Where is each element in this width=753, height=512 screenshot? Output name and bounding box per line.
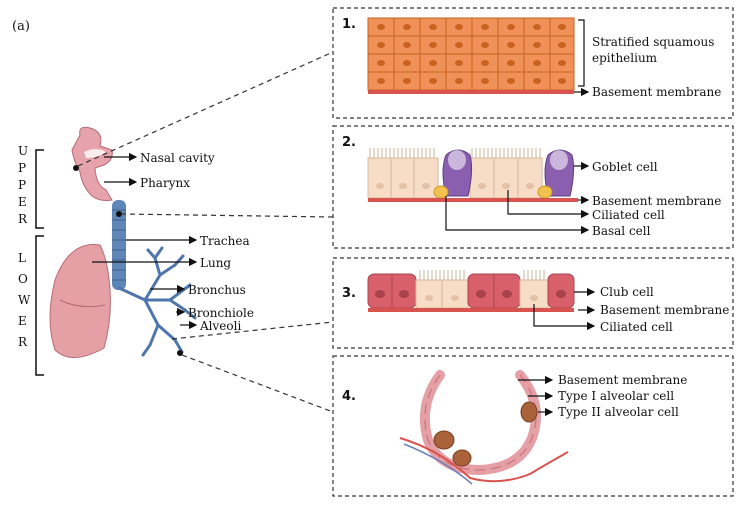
type-ii-cell [520, 401, 538, 423]
anatomy-labels: Nasal cavity Pharynx Trachea Lung Bronch… [92, 151, 254, 333]
label-basal-cell: Basal cell [592, 224, 651, 238]
box-1: 1. Stratified squamous epithelium Baseme… [342, 17, 721, 99]
label-basement-membrane-3: Basement membrane [600, 303, 729, 317]
label-type-i-alveolar-cell: Type I alveolar cell [558, 389, 674, 403]
box-2-number: 2. [342, 135, 356, 150]
svg-text:L: L [18, 251, 26, 265]
box-3: 3. Club cell Basement membrane [342, 270, 729, 334]
svg-text:E: E [18, 314, 27, 328]
svg-text:R: R [18, 335, 28, 349]
lower-bracket [35, 235, 44, 376]
box-4: 4. Basement membrane Type I alveolar cel… [342, 370, 687, 485]
svg-text:U: U [18, 144, 28, 158]
svg-text:P: P [18, 161, 26, 175]
trachea-dot [116, 211, 122, 217]
label-club-cell: Club cell [600, 285, 654, 299]
trachea-illustration [112, 200, 126, 290]
label-pharynx: Pharynx [140, 176, 190, 190]
label-alveoli: Alveoli [199, 319, 241, 333]
box-frames [332, 7, 734, 497]
alveoli-dot [177, 350, 183, 356]
label-bronchus: Bronchus [188, 283, 246, 297]
label-nasal-cavity: Nasal cavity [140, 151, 215, 165]
box-1-number: 1. [342, 17, 356, 32]
label-basement-membrane-2: Basement membrane [592, 194, 721, 208]
stratified-squamous-cells [367, 17, 575, 94]
svg-text:R: R [18, 212, 28, 226]
upper-bracket [35, 149, 44, 229]
label-basement-membrane-4: Basement membrane [558, 373, 687, 387]
svg-text:P: P [18, 178, 26, 192]
box-3-number: 3. [342, 286, 356, 301]
label-ciliated-cell-2: Ciliated cell [592, 208, 665, 222]
label-goblet-cell: Goblet cell [592, 160, 658, 174]
basal-cell-2 [537, 185, 553, 199]
svg-text:E: E [18, 195, 27, 209]
label-lung: Lung [200, 256, 231, 270]
panel-letter: (a) [12, 19, 30, 34]
label-type-ii-alveolar-cell: Type II alveolar cell [558, 405, 679, 419]
label-bronchiole: Bronchiole [188, 306, 254, 320]
label-basement-membrane-1: Basement membrane [592, 85, 721, 99]
label-epithelium: epithelium [592, 51, 658, 65]
head-airway-illustration [71, 126, 113, 201]
ciliated-epithelium [367, 148, 578, 202]
left-lung-illustration [49, 243, 111, 358]
alveolus-illustration [399, 370, 569, 485]
svg-text:O: O [18, 272, 28, 286]
label-trachea: Trachea [200, 234, 250, 248]
bronchial-tree [117, 246, 197, 357]
region-lower-label: L O W E R [18, 251, 31, 349]
club-epithelium [367, 270, 575, 312]
region-upper-label: U P P E R [18, 144, 28, 226]
connector-lines [77, 51, 334, 413]
label-ciliated-cell-3: Ciliated cell [600, 320, 673, 334]
nasal-dot [73, 165, 79, 171]
svg-text:W: W [18, 293, 31, 307]
label-stratified-squamous: Stratified squamous [592, 35, 714, 49]
box-4-number: 4. [342, 389, 356, 404]
box-2: 2. Goblet cell Basement membran [342, 135, 721, 238]
